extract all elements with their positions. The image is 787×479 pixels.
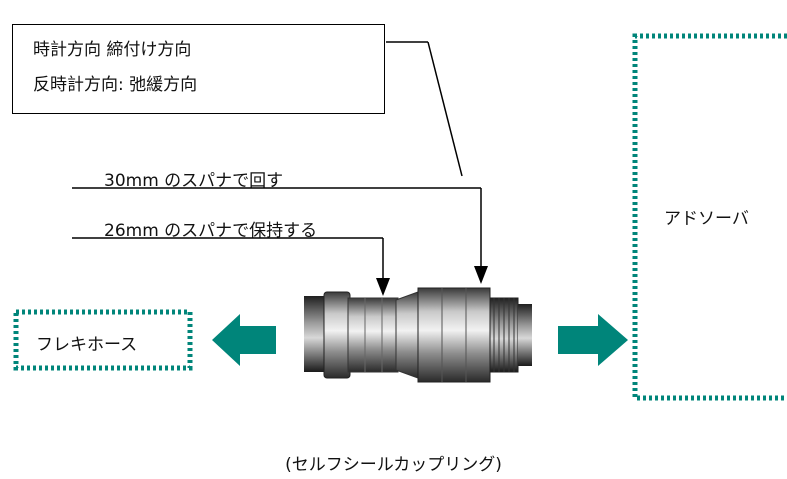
flex-hose-label: フレキホース <box>36 335 138 355</box>
wrench-30-pointer <box>72 187 488 284</box>
wrench-30-label: 30mm のスパナで回す <box>104 171 284 191</box>
wrench-30-arrowhead-icon <box>474 266 488 284</box>
wrench-26-pointer <box>72 237 390 296</box>
note-leader-line <box>386 41 463 177</box>
absorber-box <box>632 33 787 401</box>
right-flow-arrow-icon <box>558 314 628 366</box>
wrench-26-arrowhead-icon <box>376 278 390 296</box>
absorber-label: アドソーバ <box>664 209 749 229</box>
note-box: 時計方向 締付け方向 反時計方向: 弛緩方向 <box>12 24 385 114</box>
left-flow-arrow-icon <box>212 314 276 366</box>
note-counterclockwise-text: 反時計方向: 弛緩方向 <box>33 75 198 95</box>
caption: (セルフシールカップリング) <box>285 455 502 475</box>
flex-hose-box <box>13 309 193 371</box>
self-seal-coupling-image <box>304 287 532 383</box>
wrench-26-label: 26mm のスパナで保持する <box>104 221 318 241</box>
note-clockwise-text: 時計方向 締付け方向 <box>33 40 192 60</box>
